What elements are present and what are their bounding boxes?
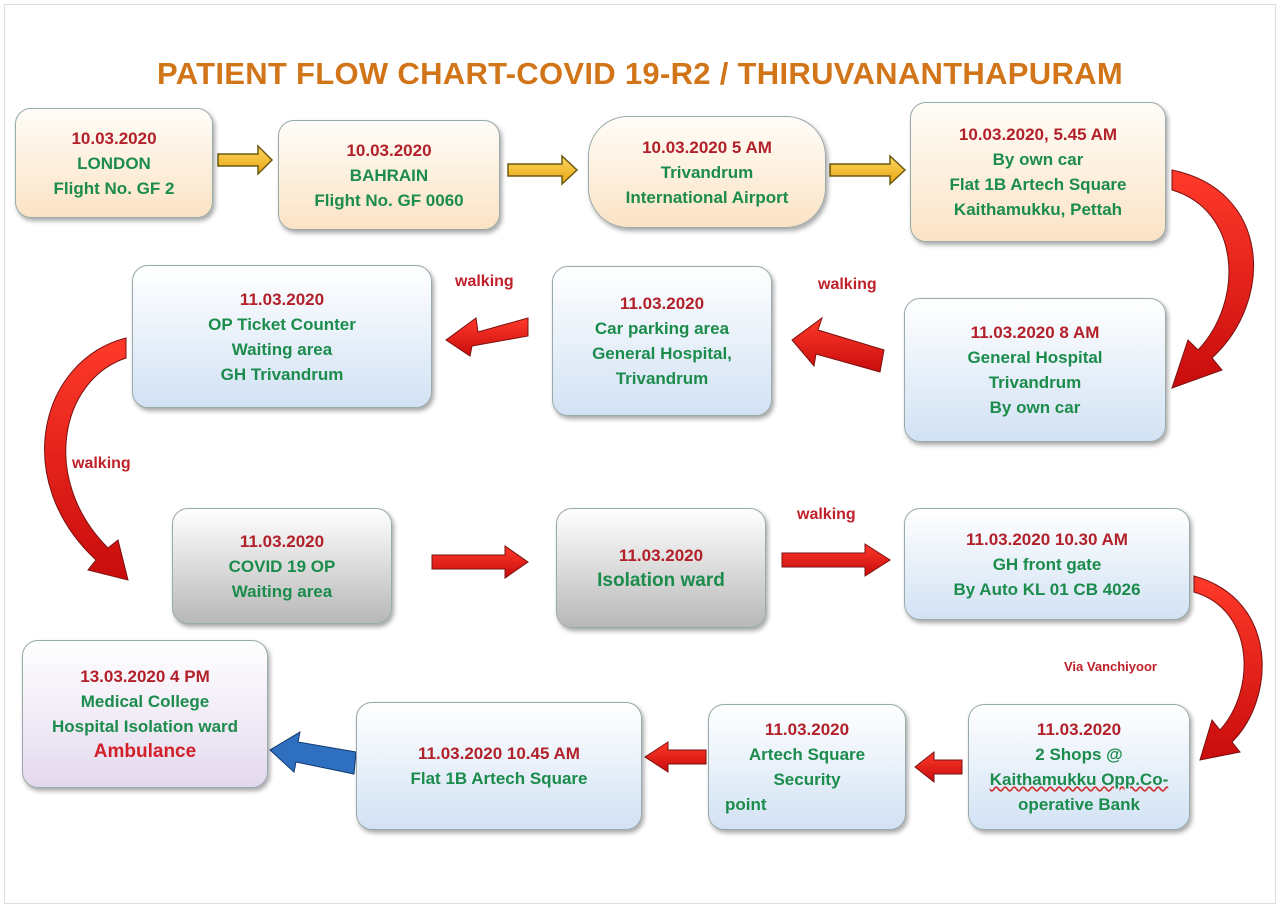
box-text: Waiting area [231,581,333,601]
arrow-bahrain-airport [507,154,579,186]
box-text: Flat 1B Artech Square [949,175,1127,194]
curved-arrow-opticket-to-covidop [44,337,129,581]
box-text: LONDON [77,153,151,173]
box-text: 2 Shops @ [1035,745,1123,764]
box-date: 11.03.2020 8 AM [970,323,1100,342]
box-text: operative Bank [1018,795,1140,814]
flow-box-flat-artech: 11.03.2020 10.45 AM Flat 1B Artech Square [356,702,642,830]
box-text: Flight No. GF 0060 [314,190,464,210]
flow-box-two-shops: 11.03.2020 2 Shops @ Kaithamukku Opp.Co-op… [968,704,1190,830]
curved-arrow-flat-to-gh [1171,169,1255,389]
box-date: 10.03.2020 5 AM [642,137,772,157]
box-date: 11.03.2020 [618,546,704,565]
box-text: Car parking area [594,319,730,338]
box-date: 13.03.2020 4 PM [80,667,210,686]
flow-box-gh-front-gate: 11.03.2020 10.30 AM GH front gate By Auto … [904,508,1190,620]
box-text: Hospital Isolation ward [51,717,239,736]
box-text: Trivandrum [988,373,1082,392]
walking-label-2: walking [818,276,877,293]
arrow-isolation-to-frontgate [781,543,891,577]
box-text: General Hospital [967,348,1103,367]
arrow-london-bahrain [217,144,274,176]
box-text: General Hospital, [592,344,732,363]
box-text: point [725,795,767,814]
box-text: Security [773,770,841,789]
box-text: COVID 19 OP [228,556,336,576]
arrow-airport-flat [829,154,907,186]
via-vanchiyoor-label: Via Vanchiyoor [1064,659,1157,674]
box-date: 11.03.2020 [239,531,325,551]
arrow-parking-to-opticket [445,317,529,357]
arrow-flat-to-medical-college [269,730,357,775]
box-text: Kaithamukku, Pettah [953,200,1123,219]
arrow-gh-to-parking [791,316,885,373]
arrow-security-to-flat [644,741,707,773]
box-text: GH Trivandrum [220,364,344,384]
box-text: BAHRAIN [349,165,429,185]
box-text: By own car [992,150,1084,169]
walking-label-4: walking [797,506,856,523]
box-text: Trivandrum [660,162,754,182]
box-text: Medical College [80,692,210,711]
chart-title: PATIENT FLOW CHART-COVID 19-R2 / THIRUVA… [157,56,1123,91]
box-date: 11.03.2020 [1036,720,1122,739]
box-text: International Airport [625,187,789,207]
box-date: 11.03.2020 10.45 AM [418,744,580,763]
box-date: 11.03.2020 10.30 AM [966,529,1128,549]
box-date: 11.03.2020 [239,289,325,309]
box-date: 11.03.2020 [619,294,705,313]
box-text: Kaithamukku Opp.Co- [989,770,1169,789]
box-date: 10.03.2020, 5.45 AM [958,125,1118,144]
box-text: Flat 1B Artech Square [410,769,588,788]
arrow-shops-to-security [914,750,963,784]
box-text: GH front gate [992,554,1102,574]
box-text: OP Ticket Counter [208,314,356,334]
walking-label-3: walking [72,455,131,472]
box-text: Ambulance [93,741,197,762]
box-date: 10.03.2020 [71,128,157,148]
box-date: 11.03.2020 [764,720,850,739]
box-text: By Auto KL 01 CB 4026 [953,579,1141,599]
arrow-covidop-to-isolation [431,545,529,579]
walking-label-1: walking [455,273,514,290]
box-text: Waiting area [231,339,333,359]
frame [4,4,1276,904]
box-text: Trivandrum [615,369,709,388]
box-text: Flight No. GF 2 [53,178,175,198]
box-text: Artech Square [748,745,866,764]
box-date: 10.03.2020 [346,140,432,160]
curved-arrow-frontgate-to-shops [1193,575,1263,761]
box-text: By own car [989,398,1081,417]
box-text: Isolation ward [597,570,725,591]
